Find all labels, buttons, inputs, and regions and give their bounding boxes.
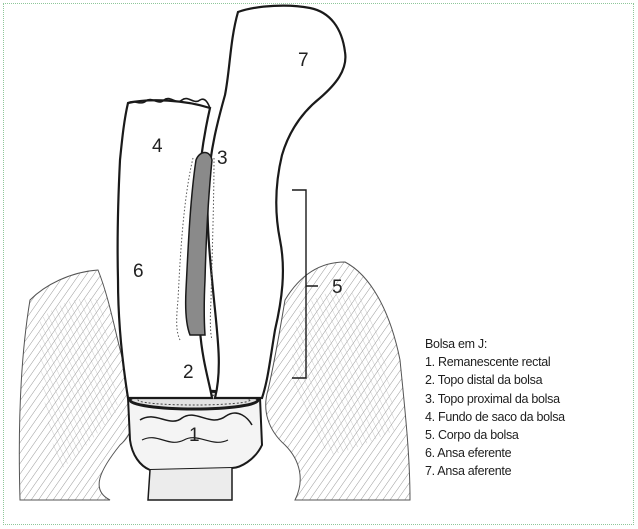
label-3: 3 [217,148,228,169]
label-1: 1 [189,425,200,446]
legend: Bolsa em J: 1. Remanescente rectal 2. To… [425,335,565,481]
legend-item: 7. Ansa aferente [425,462,565,480]
legend-item: 2. Topo distal da bolsa [425,371,565,389]
legend-item: 3. Topo proximal da bolsa [425,390,565,408]
label-2: 2 [183,362,194,383]
anal-canal [148,468,232,500]
legend-item: 4. Fundo de saco da bolsa [425,408,565,426]
label-7: 7 [298,50,309,71]
label-4: 4 [152,136,163,157]
legend-item: 1. Remanescente rectal [425,353,565,371]
label-6: 6 [133,261,144,282]
legend-title: Bolsa em J: [425,335,565,353]
legend-item: 5. Corpo da bolsa [425,426,565,444]
legend-item: 6. Ansa eferente [425,444,565,462]
label-5: 5 [332,277,343,298]
